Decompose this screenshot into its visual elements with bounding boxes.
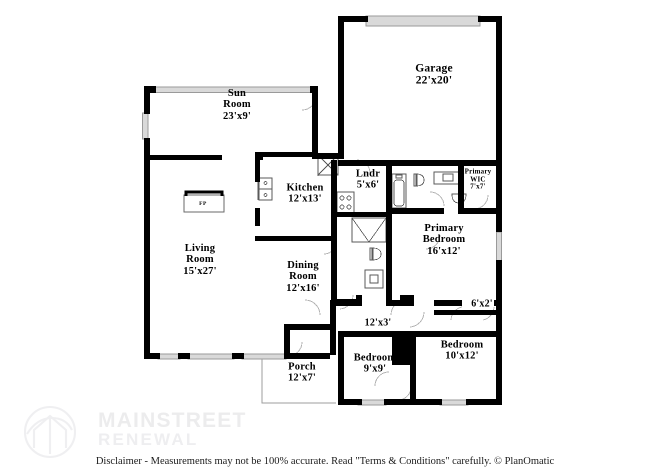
- room-label-laundry: Lndr 5'x6': [355, 168, 381, 191]
- room-label-hall: 12'x3': [364, 317, 392, 329]
- wall-kitchen-right: [331, 176, 337, 241]
- wall-kitchen-top-2: [255, 152, 318, 157]
- door-primary-bath: [429, 191, 445, 207]
- wall-garage-top-right: [478, 16, 502, 22]
- door-bed9x9: [374, 371, 390, 387]
- room-label-primary-wic: Primary WIC 7'x7': [464, 167, 492, 191]
- wall-dining-bottom: [284, 324, 336, 330]
- wall-lndr-right: [386, 160, 392, 214]
- wall-left-lower: [144, 138, 150, 359]
- room-label-porch: Porch 12'x7': [287, 361, 317, 384]
- door-hall-bed2: [409, 311, 425, 328]
- wall-sunroom-bottom: [150, 155, 222, 160]
- window-living-2: [187, 353, 235, 360]
- porch-outline: [261, 359, 336, 404]
- door-primary-bedroom: [425, 234, 441, 250]
- wall-pbath-bottom: [386, 208, 444, 214]
- wall-hall-bottom-2: [392, 300, 400, 306]
- door-dining-porch: [304, 299, 321, 316]
- room-label-living-room: Living Room 15'x27': [183, 243, 217, 277]
- wall-closet-under: [434, 310, 502, 315]
- wall-bedrooms-top: [338, 331, 394, 337]
- wall-primary-bottom-2: [434, 300, 462, 306]
- wall-living-bottom: [144, 353, 160, 359]
- wall-sunroom-right: [312, 86, 318, 158]
- room-label-bedroom-10x12: Bedroom 10'x12': [440, 339, 484, 362]
- thin-walls: [356, 295, 414, 306]
- room-label-kitchen: Kitchen 12'x13': [286, 182, 324, 205]
- disclaimer-text: Disclaimer - Measurements may not be 100…: [95, 456, 555, 467]
- garage-door-panel: [365, 15, 481, 27]
- wall-closet-right: [494, 300, 502, 306]
- room-label-closet: 6'x2': [471, 298, 493, 310]
- wall-right-exterior-upper: [496, 16, 502, 232]
- toilet-primary: [415, 173, 425, 187]
- room-label-bedroom-9x9: Bedroom 9'x9': [353, 352, 397, 375]
- wall-corridor-right: [386, 214, 392, 306]
- wall-lndr-left: [331, 160, 337, 180]
- wall-corridor-left: [331, 241, 337, 299]
- door-primary-closet2: [482, 306, 495, 321]
- window-living-1: [157, 353, 181, 360]
- door-bed10x12: [397, 386, 412, 401]
- wall-living-bottom-3: [232, 353, 244, 359]
- wall-pbath-bottom-2: [458, 208, 502, 214]
- toilet-hall: [371, 247, 382, 261]
- window-primary-right: [496, 231, 502, 263]
- wall-kitchen-left-2: [255, 208, 260, 226]
- kitchen-range: [336, 191, 355, 215]
- wall-kitchen-bottom: [255, 236, 335, 241]
- wall-primary-bottom: [392, 300, 414, 306]
- door-wic: [473, 194, 489, 210]
- wall-hall-small-2: [400, 295, 414, 301]
- wall-bedrooms-divider: [410, 331, 416, 403]
- wall-garage-top-left: [338, 16, 368, 22]
- wall-bed9x9-bottom: [338, 399, 360, 405]
- window-bed9x9-bottom: [357, 399, 387, 406]
- wall-sunroom-to-garage: [312, 153, 338, 159]
- fireplace: [183, 190, 225, 213]
- wall-dining-bottom-left: [284, 324, 290, 356]
- wall-lndr-bottom: [337, 212, 392, 217]
- room-label-primary-bedroom: Primary Bedroom 16'x12': [422, 223, 466, 257]
- vanity-hall: [364, 269, 384, 289]
- walls-layer: [144, 16, 502, 405]
- wall-bedrooms-top-2: [416, 331, 502, 337]
- washer-dryer: [351, 217, 387, 243]
- room-label-garage: Garage 22'x20': [415, 62, 453, 87]
- window-bed10x12-bottom: [439, 399, 469, 406]
- fireplace-label: FP: [199, 201, 207, 208]
- wall-left-upper: [144, 86, 150, 114]
- room-label-sun-room: Sun Room 23'x9': [222, 88, 252, 122]
- wall-wic-left: [458, 160, 464, 210]
- closet-block-filled: [392, 331, 412, 365]
- wall-dining-right: [331, 299, 359, 305]
- wall-hall-small-1: [356, 295, 362, 306]
- window-living-3: [241, 353, 287, 360]
- room-label-dining-room: Dining Room 12'x16': [286, 260, 320, 294]
- door-swings-layer: [287, 95, 495, 401]
- wall-bed9x9-left: [338, 331, 344, 405]
- wall-living-bottom-2: [178, 353, 190, 359]
- wall-bottom-right-3: [466, 399, 502, 405]
- wall-living-bottom-4: [284, 353, 330, 359]
- wall-kitchen-left: [255, 152, 260, 182]
- window-sunroom-left: [142, 112, 149, 140]
- wall-garage-bottom-2: [370, 160, 502, 166]
- wall-garage-bottom: [338, 160, 396, 166]
- wall-garage-left: [338, 16, 344, 159]
